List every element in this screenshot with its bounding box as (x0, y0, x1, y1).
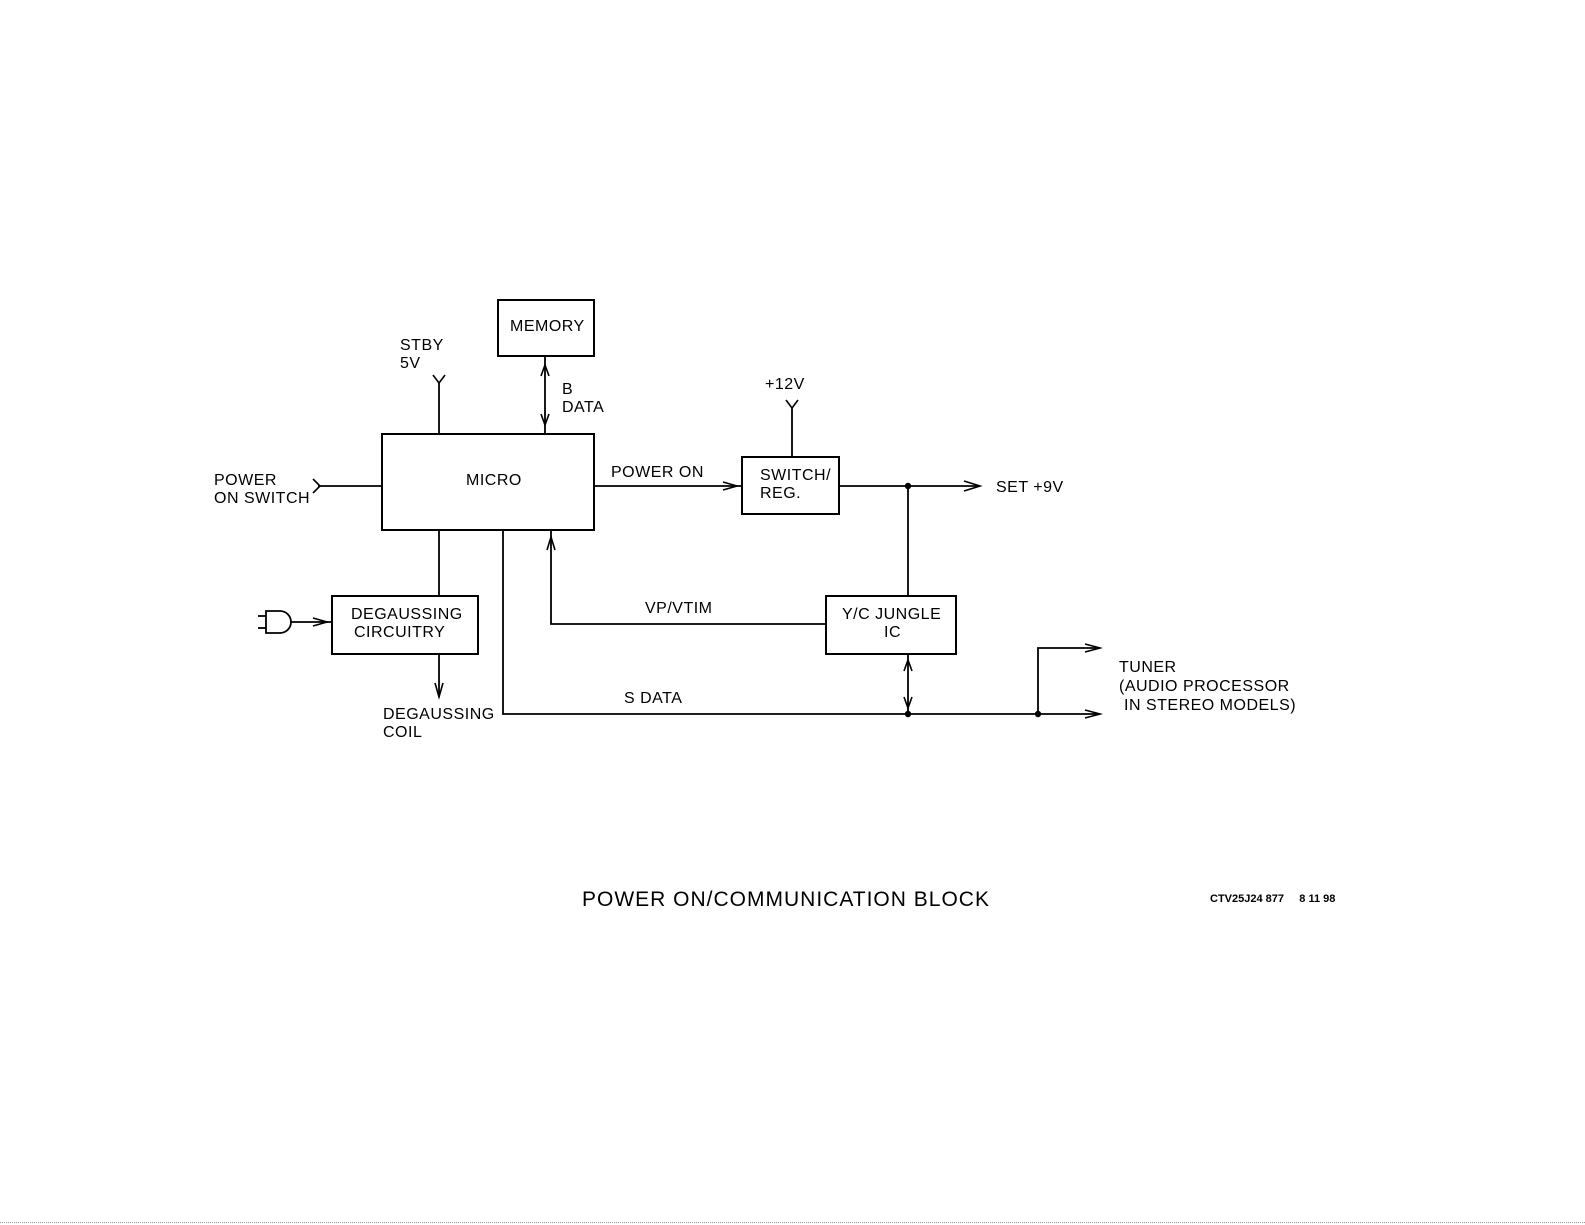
power-on-signal: POWER ON (594, 464, 742, 490)
plus-12v-supply: +12V (765, 376, 805, 457)
supply-terminal-icon (786, 400, 798, 408)
degaussing-circuitry-label-line2: CIRCUITRY (354, 624, 445, 641)
ac-power-plug (258, 611, 332, 633)
yc-jungle-label-line2: IC (884, 624, 901, 641)
switch-reg-label-line2: REG. (760, 485, 801, 502)
degaussing-coil-label-line1: DEGAUSSING (383, 706, 495, 723)
micro-block: MICRO (382, 434, 594, 530)
power-on-switch-label-line2: ON SWITCH (214, 490, 310, 507)
tuner-label-line2: (AUDIO PROCESSOR (1119, 678, 1290, 695)
stby-5v-supply: STBY 5V (400, 337, 445, 434)
diagram-title: POWER ON/COMMUNICATION BLOCK (582, 888, 990, 911)
supply-terminal-icon (433, 375, 445, 383)
input-terminal-icon (313, 479, 320, 493)
memory-label: MEMORY (510, 318, 585, 335)
memory-block: MEMORY (498, 300, 594, 356)
yc-jungle-label-line1: Y/C JUNGLE (842, 606, 941, 623)
stby-label: STBY (400, 337, 444, 354)
b-data-label-line2: DATA (562, 399, 604, 416)
vp-vtim-signal: VP/VTIM (547, 530, 826, 624)
b-data-bus: B DATA (541, 356, 604, 434)
b-data-label-line1: B (562, 381, 573, 398)
power-on-label: POWER ON (611, 464, 704, 481)
stby-5v-label: 5V (400, 355, 421, 372)
tuner-label-line3: IN STEREO MODELS) (1124, 697, 1296, 714)
tuner-label-line1: TUNER (1119, 659, 1177, 676)
junction-dot (905, 711, 911, 717)
power-plug-icon (258, 611, 291, 633)
plus-12v-label: +12V (765, 376, 805, 393)
degaussing-coil-output: DEGAUSSING COIL (383, 654, 495, 741)
micro-label: MICRO (466, 472, 522, 489)
set-9v-label: SET +9V (996, 479, 1064, 496)
set-9v-output: SET +9V (839, 479, 1064, 596)
degaussing-circuitry-label-line1: DEGAUSSING (351, 606, 463, 623)
power-on-switch-input: POWER ON SWITCH (214, 472, 382, 507)
tuner-destination: TUNER (AUDIO PROCESSOR IN STEREO MODELS) (1119, 659, 1296, 714)
degaussing-circuitry-block: DEGAUSSING CIRCUITRY (332, 596, 478, 654)
page-bottom-rule (0, 1222, 1585, 1223)
s-data-label: S DATA (624, 690, 682, 707)
vp-vtim-label: VP/VTIM (645, 600, 713, 617)
switch-reg-block: SWITCH/ REG. (742, 457, 839, 514)
degaussing-coil-label-line2: COIL (383, 724, 422, 741)
switch-reg-label-line1: SWITCH/ (760, 467, 831, 484)
yc-jungle-ic-block: Y/C JUNGLE IC (826, 596, 956, 654)
drawing-code: CTV25J24 877 8 11 98 (1210, 893, 1335, 905)
power-on-switch-label-line1: POWER (214, 472, 277, 489)
